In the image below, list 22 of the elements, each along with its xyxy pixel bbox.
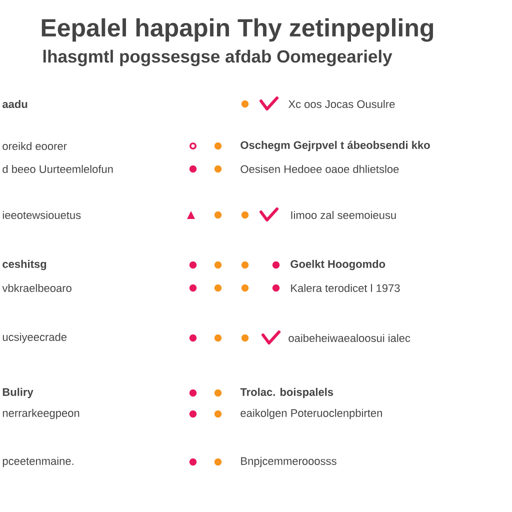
row-label: d beeo Uurteemlelofun <box>2 164 113 174</box>
row-label: Oschegm Gejrpvel t ábeobsendi kko <box>240 140 430 152</box>
title: Eepalel hapapin Thy zetinpepling <box>42 18 434 42</box>
row-label: vbkraelbeoaro <box>2 284 72 292</box>
row-label: oaibeheiwaealoosui ialec <box>288 334 410 342</box>
row-label: ieeotewsiouetus <box>2 210 81 220</box>
row-label: Oesisen Hedoee oaoe dhlietsloe <box>240 164 399 174</box>
row-label: Bnpjcemmerooosss <box>241 456 336 468</box>
row-label: oreikd eoorer <box>2 142 67 150</box>
row-label: Iimoo zal seemoieusu <box>291 210 396 220</box>
row-label: Kalera terodicet l 1973 <box>291 284 400 292</box>
row-label: Trolac. boispalels <box>240 388 334 398</box>
subtitle: lhasgmtl pogssesgse afdab Oomegeariely <box>43 50 392 66</box>
row-label: Xc oos Jocas Ousulre <box>288 100 395 108</box>
row-label: aadu <box>2 100 28 108</box>
row-label: Buliry <box>2 388 34 398</box>
row-label: ceshitsg <box>2 260 46 270</box>
row-label: pceetenmaine. <box>2 456 74 468</box>
row-label: ucsiyeecrade <box>2 332 67 344</box>
row-label: Goelkt Hoogomdo <box>290 260 386 270</box>
row-label: nerrarkeegpeon <box>2 408 80 420</box>
row-label: eaikolgen Poteruoclenpbirten <box>240 408 382 420</box>
